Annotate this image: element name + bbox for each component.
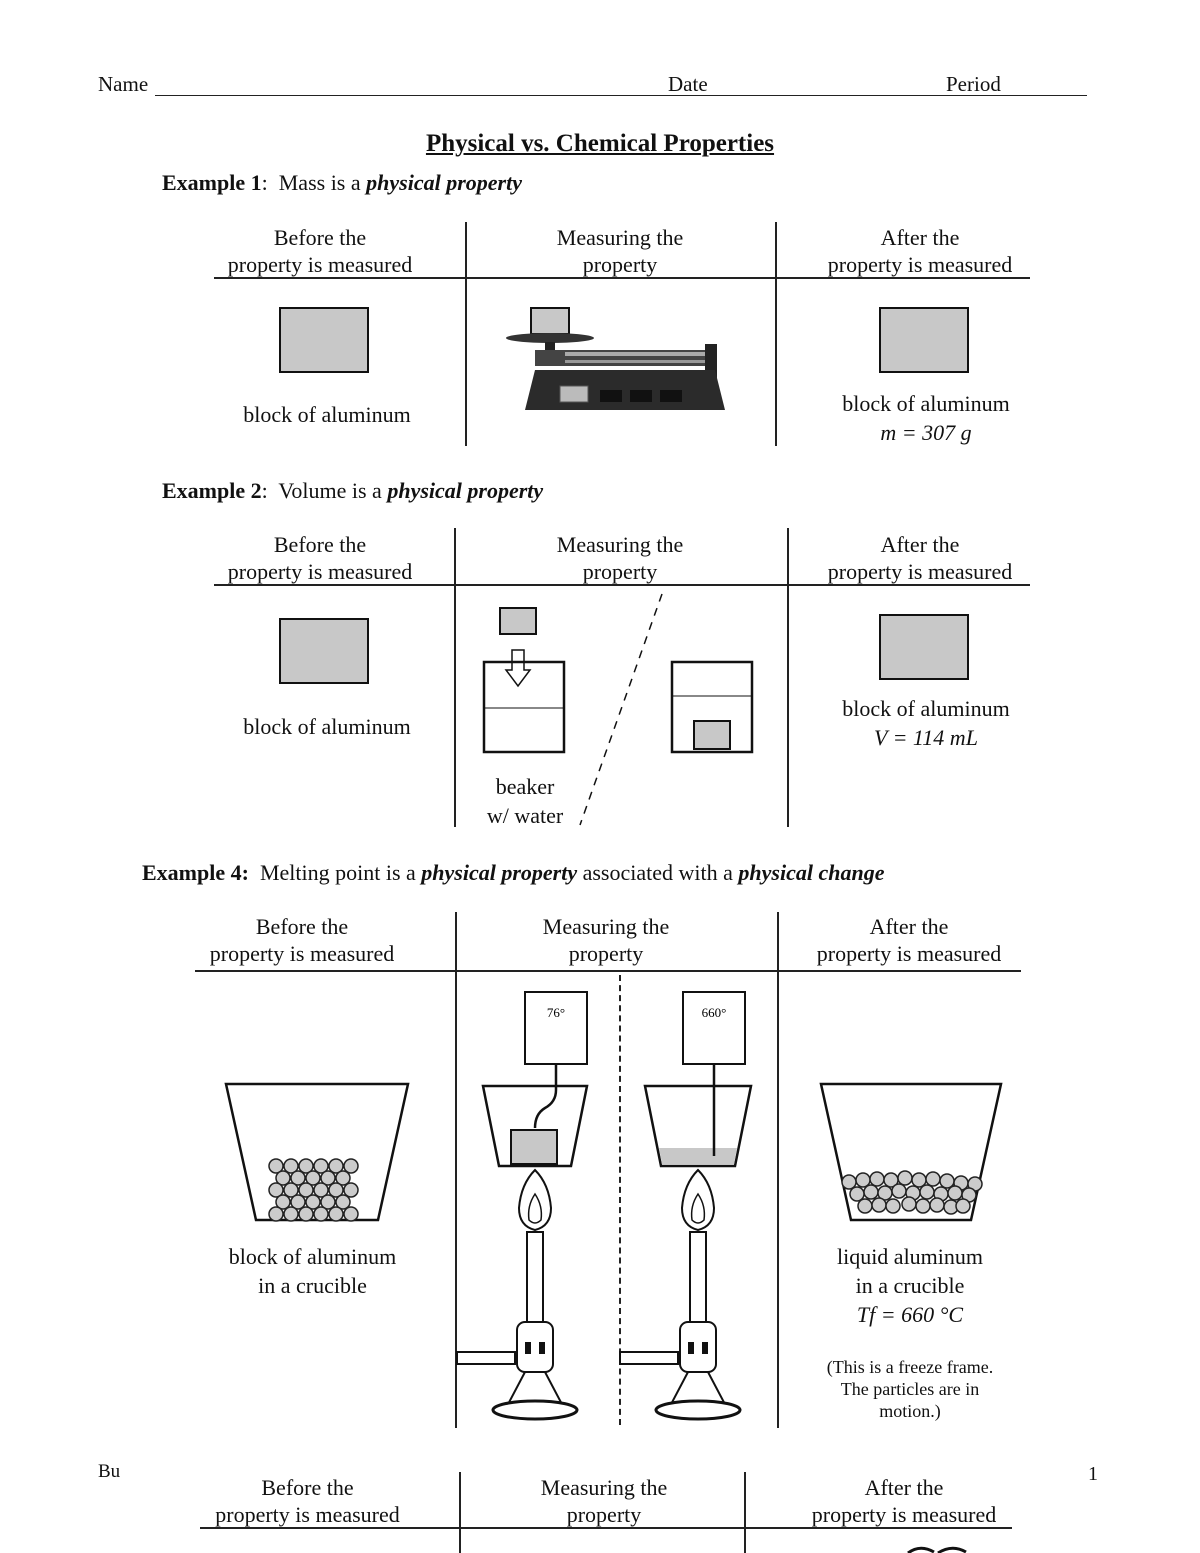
particle: [305, 1170, 321, 1186]
example4-heading: Example 4: Melting point is a physical p…: [142, 860, 885, 885]
name-label: Name: [98, 72, 149, 96]
particle: [891, 1183, 907, 1199]
ex1-after-caption: block of aluminum m = 307 g: [842, 391, 1010, 445]
particle: [919, 1184, 935, 1200]
ex4-header-rule: [195, 970, 1021, 972]
particle: [335, 1170, 351, 1186]
particle: [335, 1194, 351, 1210]
crucible-solid-icon: [224, 1082, 410, 1222]
particle: [320, 1170, 336, 1186]
ex1-divider-1: [465, 222, 467, 446]
beaker-displacement-diagram: [482, 593, 754, 826]
page-title: Physical vs. Chemical Properties: [425, 130, 775, 157]
footer-left-text: Bu: [98, 1461, 121, 1482]
particle: [275, 1170, 291, 1186]
particle: [283, 1182, 299, 1198]
example2-heading: Example 2: Volume is a physical property: [162, 478, 544, 503]
ex2-before-caption: block of aluminum: [243, 714, 411, 739]
ex1-before-caption: block of aluminum: [243, 402, 411, 427]
particle: [298, 1206, 314, 1222]
thermometer-reading-2: 660°: [702, 1005, 727, 1020]
date-label: Date: [668, 72, 708, 96]
particle: [947, 1185, 963, 1201]
header-rule: [155, 95, 1087, 96]
ex4-divider-2: [777, 912, 779, 1428]
ex5-header-rule: [200, 1527, 1012, 1529]
particle: [268, 1182, 284, 1198]
particle: [305, 1194, 321, 1210]
particle: [955, 1198, 971, 1214]
particle: [313, 1158, 329, 1174]
aluminum-block: [879, 614, 969, 680]
particle: [328, 1158, 344, 1174]
ex2-after-caption: block of aluminum V = 114 mL: [842, 696, 1010, 750]
particle: [869, 1171, 885, 1187]
particle: [283, 1206, 299, 1222]
particle: [885, 1198, 901, 1214]
particle: [925, 1171, 941, 1187]
ex5-divider-1: [459, 1472, 461, 1553]
ex4-dashed-divider: [619, 975, 621, 1425]
particle: [343, 1206, 359, 1222]
particle: [328, 1182, 344, 1198]
particle: [268, 1158, 284, 1174]
particle: [863, 1184, 879, 1200]
ex5-divider-2: [744, 1472, 746, 1553]
ex4-after-caption: liquid aluminum in a crucible Tf = 660 °…: [836, 1244, 984, 1327]
example1-heading: Example 1: Mass is a physical property: [162, 170, 522, 195]
particle: [857, 1198, 873, 1214]
ex2-header-rule: [214, 584, 1030, 586]
particle: [313, 1182, 329, 1198]
particle: [897, 1170, 913, 1186]
particle: [929, 1197, 945, 1213]
crucible-liquid-icon: [819, 1082, 1003, 1222]
aluminum-block: [279, 307, 369, 373]
particle: [871, 1197, 887, 1213]
aluminum-block: [879, 307, 969, 373]
particle: [320, 1194, 336, 1210]
particle: [290, 1194, 306, 1210]
ex1-divider-2: [775, 222, 777, 446]
particle: [343, 1158, 359, 1174]
freeze-frame-note: (This is a freeze frame. The particles a…: [826, 1357, 994, 1421]
ex2-divider-2: [787, 528, 789, 827]
particle: [275, 1194, 291, 1210]
particle: [283, 1158, 299, 1174]
period-label: Period: [946, 72, 1001, 96]
particle: [915, 1198, 931, 1214]
thermometer-reading-1: 76°: [547, 1005, 565, 1020]
crucible-partial-icon: [907, 1546, 967, 1553]
particle: [313, 1206, 329, 1222]
particle: [298, 1158, 314, 1174]
particle: [290, 1170, 306, 1186]
ex2-divider-1: [454, 528, 456, 827]
particle: [343, 1182, 359, 1198]
heating-setup-diagram: 76° 660°: [456, 991, 753, 1421]
particle: [298, 1182, 314, 1198]
particle: [268, 1206, 284, 1222]
particle: [901, 1196, 917, 1212]
particle: [328, 1206, 344, 1222]
ex1-header-rule: [214, 277, 1030, 279]
aluminum-block: [279, 618, 369, 684]
balance-scale-icon: [506, 307, 725, 410]
page-number: 1: [1088, 1463, 1098, 1485]
ex4-divider-1: [455, 912, 457, 1428]
